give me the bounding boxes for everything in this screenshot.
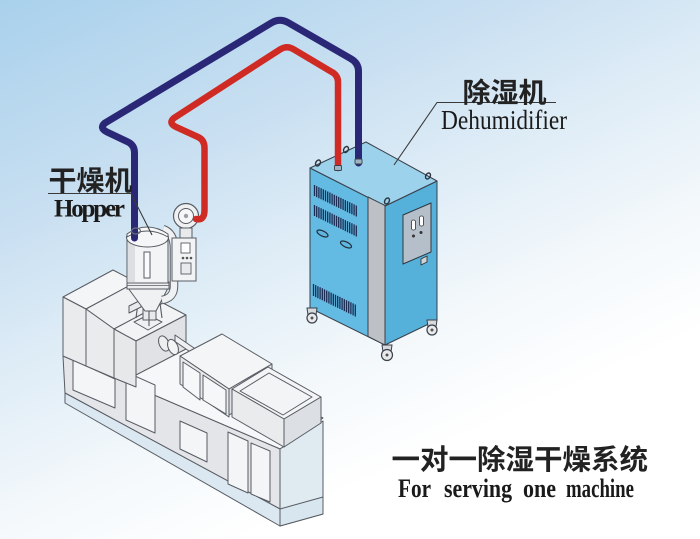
svg-text:machine: machine	[566, 474, 634, 503]
svg-text:one: one	[523, 474, 556, 503]
svg-text:For: For	[398, 474, 431, 503]
svg-text:serving: serving	[444, 474, 512, 503]
svg-text:Dehumidifier: Dehumidifier	[441, 105, 567, 135]
svg-text:Hopper: Hopper	[54, 196, 125, 223]
